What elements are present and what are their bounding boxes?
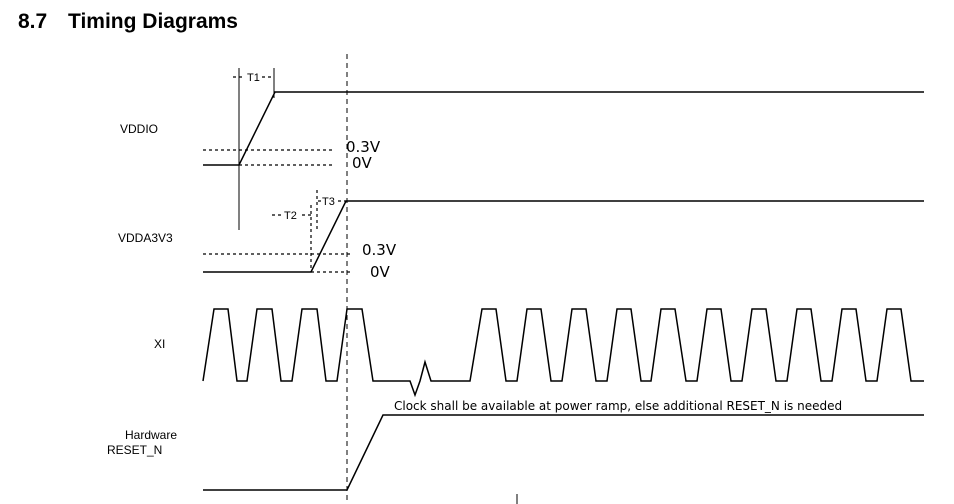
t2-label: T2	[284, 210, 297, 222]
signal-label-xi: XI	[154, 337, 165, 351]
signal-label-vddio: VDDIO	[120, 122, 158, 136]
section-number: 8.7	[18, 10, 48, 33]
t3-label: T3	[322, 196, 335, 208]
vdda3v3-low-level-label: 0V	[370, 263, 391, 281]
vddio-waveform	[203, 91, 924, 166]
vddio-high-level-label: 0.3V	[346, 138, 381, 156]
clock-availability-note: Clock shall be available at power ramp, …	[394, 399, 842, 413]
section-title: Timing Diagrams	[68, 10, 238, 33]
signal-label-reset-line1: Hardware	[125, 428, 177, 442]
section-heading: 8.7 Timing Diagrams	[18, 10, 238, 34]
signal-label-vdda3v3: VDDA3V3	[118, 231, 173, 245]
reset-n-waveform	[203, 414, 924, 491]
signal-label-reset-line2: RESET_N	[107, 443, 162, 457]
vdda3v3-waveform	[203, 200, 924, 273]
vddio-low-level-label: 0V	[352, 154, 373, 172]
vdda3v3-high-level-label: 0.3V	[362, 241, 397, 259]
t1-label: T1	[247, 72, 260, 84]
xi-clock-waveform	[202, 308, 924, 398]
